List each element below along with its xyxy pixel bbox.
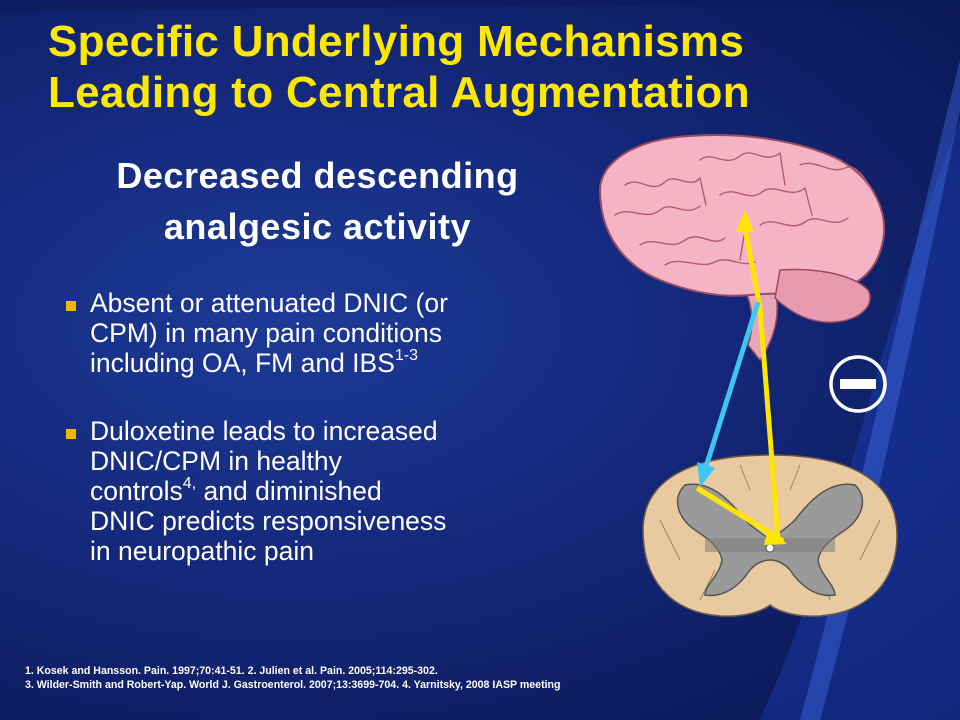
bullet-line: controls4, and diminished bbox=[90, 475, 382, 506]
citation-superscript: 1-3 bbox=[394, 347, 419, 365]
bullet-line: DNIC/CPM in healthy bbox=[90, 446, 342, 476]
reference-line: 1. Kosek and Hansson. Pain. 1997;70:41-5… bbox=[25, 665, 438, 677]
title-line-1: Specific Underlying Mechanisms bbox=[48, 17, 745, 66]
citation-superscript: 4, bbox=[182, 475, 197, 493]
descending-pathway-arrow bbox=[702, 301, 761, 471]
bullet-item: Absent or attenuated DNIC (or CPM) in ma… bbox=[62, 288, 607, 378]
brain-illustration bbox=[598, 134, 886, 362]
slide-subtitle: Decreased descending analgesic activity bbox=[40, 150, 595, 252]
bullet-line: DNIC predicts responsiveness bbox=[90, 506, 447, 536]
bullet-list: Absent or attenuated DNIC (or CPM) in ma… bbox=[62, 288, 607, 604]
references: 1. Kosek and Hansson. Pain. 1997;70:41-5… bbox=[25, 664, 745, 692]
reference-line: 3. Wilder-Smith and Robert-Yap. World J.… bbox=[25, 679, 561, 691]
bullet-line: in neuropathic pain bbox=[90, 536, 314, 566]
bullet-marker-icon bbox=[66, 301, 76, 311]
bullet-line: CPM) in many pain conditions bbox=[90, 318, 443, 348]
bullet-line: Duloxetine leads to increased bbox=[90, 416, 438, 446]
subtitle-line-1: Decreased descending bbox=[116, 155, 519, 196]
inhibition-minus-icon bbox=[829, 355, 887, 413]
subtitle-line-2: analgesic activity bbox=[163, 206, 472, 247]
pain-pathway-diagram bbox=[598, 134, 898, 617]
bullet-item: Duloxetine leads to increased DNIC/CPM i… bbox=[62, 416, 607, 566]
bullet-line: Absent or attenuated DNIC (or bbox=[90, 288, 448, 318]
slide-title: Specific Underlying Mechanisms Leading t… bbox=[48, 16, 928, 118]
title-line-2: Leading to Central Augmentation bbox=[48, 68, 750, 117]
bullet-line: including OA, FM and IBS1-3 bbox=[90, 347, 419, 378]
bullet-marker-icon bbox=[66, 429, 76, 439]
